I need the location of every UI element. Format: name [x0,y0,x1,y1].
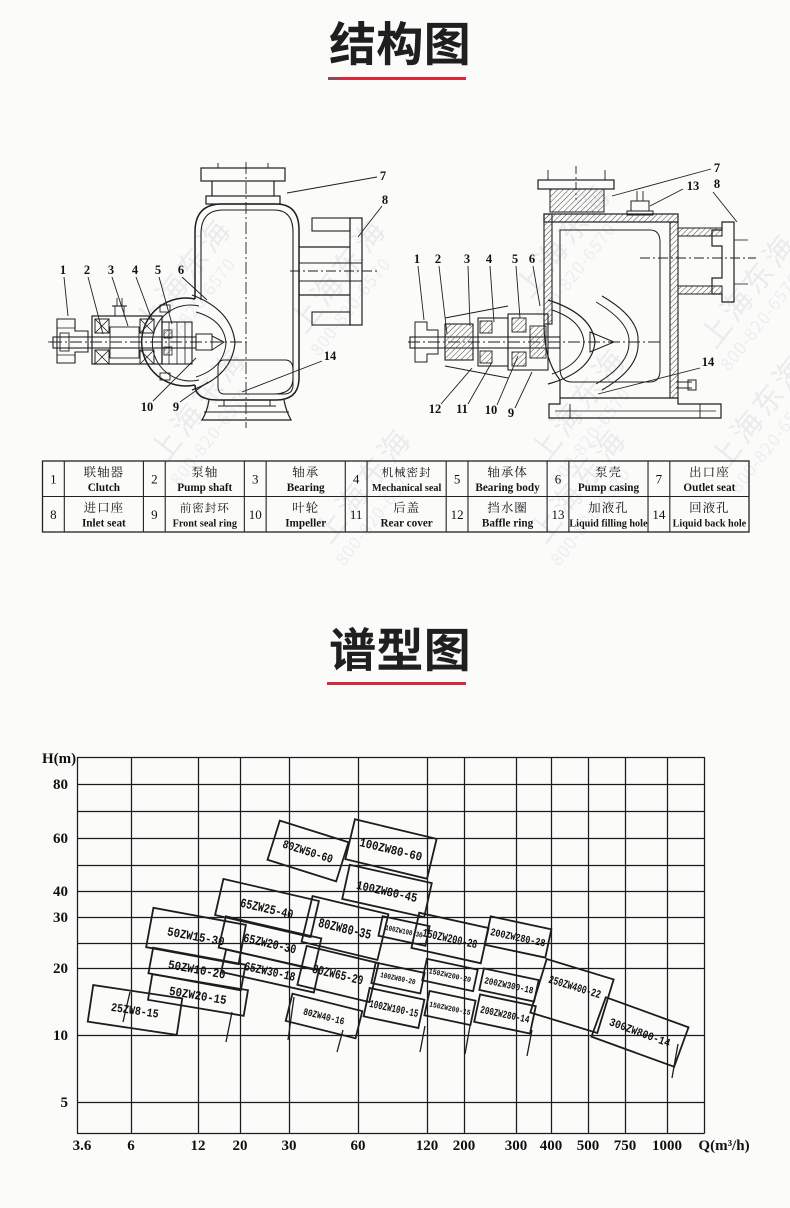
svg-text:50ZW15-30: 50ZW15-30 [166,925,226,949]
svg-text:300: 300 [505,1138,528,1154]
svg-text:Inlet seat: Inlet seat [82,518,126,530]
svg-text:1000: 1000 [652,1138,682,1154]
svg-text:4: 4 [486,252,493,266]
svg-text:1: 1 [50,471,57,486]
svg-text:13: 13 [552,507,565,522]
svg-text:30: 30 [53,910,68,926]
svg-text:H(m): H(m) [42,751,76,767]
svg-text:6: 6 [127,1138,135,1154]
svg-text:80ZW80-35: 80ZW80-35 [316,917,372,944]
svg-text:Pump shaft: Pump shaft [177,482,232,494]
svg-text:2: 2 [84,263,90,277]
svg-text:25ZW8-15: 25ZW8-15 [110,1001,160,1022]
svg-text:3: 3 [108,263,114,277]
svg-text:12: 12 [451,507,464,522]
svg-text:200: 200 [453,1138,476,1154]
svg-text:1: 1 [414,252,420,266]
svg-text:14: 14 [324,349,337,363]
svg-text:6: 6 [555,471,562,486]
svg-text:Mechanical seal: Mechanical seal [372,483,441,494]
svg-text:Impeller: Impeller [285,518,326,530]
svg-text:8: 8 [50,507,57,522]
svg-text:9: 9 [151,507,158,522]
svg-text:Clutch: Clutch [88,482,121,494]
svg-text:2: 2 [151,471,158,486]
svg-text:100ZW80-45: 100ZW80-45 [355,879,419,906]
svg-text:7: 7 [656,471,663,486]
svg-text:11: 11 [350,507,363,522]
svg-text:8: 8 [714,177,720,191]
svg-text:5: 5 [454,471,461,486]
svg-text:150ZW200-28: 150ZW200-28 [421,926,479,952]
svg-text:8: 8 [382,193,388,207]
svg-text:5: 5 [155,263,161,277]
svg-text:Liquid filling hole: Liquid filling hole [569,519,648,530]
svg-text:Pump casing: Pump casing [578,482,640,494]
svg-text:100ZW80-60: 100ZW80-60 [358,836,423,865]
svg-text:11: 11 [456,402,468,416]
svg-text:7: 7 [714,161,720,175]
svg-text:7: 7 [380,169,386,183]
svg-text:Q(m³/h): Q(m³/h) [698,1138,749,1154]
svg-text:Bearing: Bearing [287,482,325,494]
svg-text:14: 14 [702,355,715,369]
svg-text:10: 10 [249,507,262,522]
svg-text:9: 9 [173,400,179,414]
svg-text:80: 80 [53,777,68,793]
svg-text:13: 13 [687,179,700,193]
svg-text:4: 4 [353,471,360,486]
svg-text:Liquid back hole: Liquid back hole [673,519,747,530]
svg-text:65ZW25-40: 65ZW25-40 [239,896,295,923]
svg-text:500: 500 [577,1138,600,1154]
svg-text:10: 10 [485,403,498,417]
svg-text:20: 20 [233,1138,248,1154]
svg-text:1: 1 [60,263,66,277]
svg-text:3.6: 3.6 [73,1138,92,1154]
svg-text:750: 750 [614,1138,637,1154]
svg-text:80ZW50-60: 80ZW50-60 [281,838,335,867]
svg-text:3: 3 [464,252,470,266]
svg-text:Outlet seat: Outlet seat [683,482,735,494]
svg-text:Bearing body: Bearing body [475,482,540,494]
svg-text:14: 14 [652,507,666,522]
svg-text:10: 10 [141,400,154,414]
svg-text:Front seal ring: Front seal ring [173,519,237,530]
svg-text:9: 9 [508,406,514,420]
svg-text:Rear cover: Rear cover [380,518,432,530]
svg-text:60: 60 [351,1138,366,1154]
svg-text:80ZW65-20: 80ZW65-20 [311,962,365,989]
svg-text:10: 10 [53,1028,68,1044]
svg-text:120: 120 [416,1138,439,1154]
svg-text:60: 60 [53,831,68,847]
svg-text:30: 30 [282,1138,297,1154]
svg-text:20: 20 [53,961,68,977]
svg-text:400: 400 [540,1138,563,1154]
svg-text:80ZW40-16: 80ZW40-16 [302,1008,345,1029]
svg-text:250ZW400-22: 250ZW400-22 [547,974,603,1002]
svg-text:Baffle ring: Baffle ring [482,518,534,530]
svg-text:4: 4 [132,263,139,277]
svg-text:40: 40 [53,884,68,900]
svg-text:12: 12 [191,1138,206,1154]
svg-text:100ZW100-15: 100ZW100-15 [368,999,420,1021]
svg-text:2: 2 [435,252,441,266]
svg-text:3: 3 [252,471,259,486]
svg-text:5: 5 [512,252,518,266]
svg-text:6: 6 [529,252,535,266]
svg-text:5: 5 [61,1095,69,1111]
svg-text:12: 12 [429,402,442,416]
svg-text:6: 6 [178,263,184,277]
